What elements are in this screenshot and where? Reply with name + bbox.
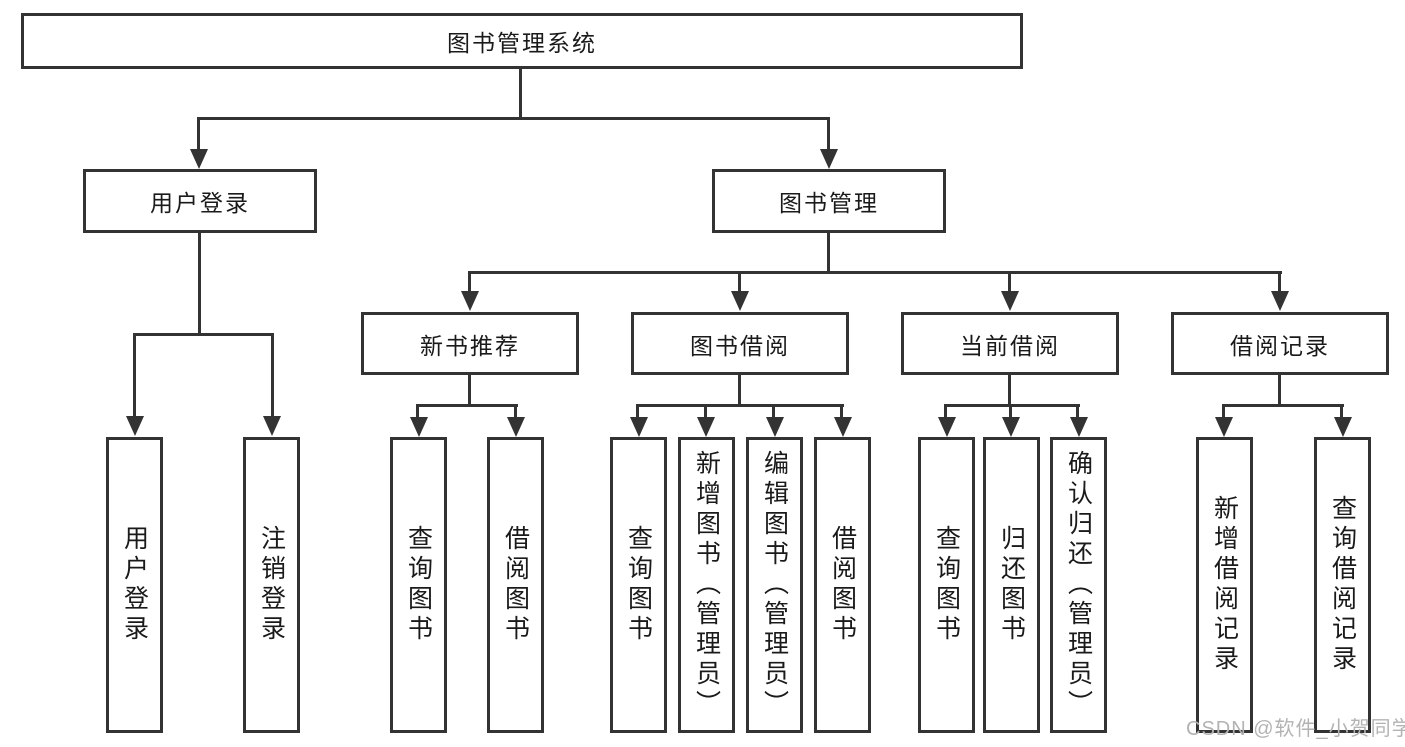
node-label: 当前借阅	[960, 332, 1060, 359]
connector-line	[636, 404, 639, 420]
node-label: 新书推荐	[420, 332, 520, 359]
arrow-down-icon	[834, 417, 852, 437]
connector-line	[468, 375, 471, 406]
connector-line	[468, 271, 1282, 274]
connector-line	[944, 404, 947, 420]
node-label: 图书借阅	[690, 332, 790, 359]
node-label: 归还图书	[997, 525, 1026, 645]
node-label: 查询图书	[404, 525, 433, 645]
leaf-borrow-books-2: 借阅图书	[814, 437, 871, 733]
arrow-down-icon	[1215, 417, 1233, 437]
connector-line	[416, 404, 419, 420]
arrow-down-icon	[1002, 417, 1020, 437]
arrow-down-icon	[461, 291, 479, 311]
connector-line	[738, 375, 741, 406]
node-label: 图书管理系统	[447, 30, 597, 56]
arrow-down-icon	[697, 417, 715, 437]
leaf-query-books-2: 查询图书	[610, 437, 667, 733]
arrow-down-icon	[1271, 291, 1289, 311]
leaf-add-borrow-record: 新增借阅记录	[1196, 437, 1253, 733]
connector-line	[1278, 271, 1281, 294]
leaf-query-books-3: 查询图书	[918, 437, 975, 733]
connector-line	[738, 271, 741, 294]
connector-line	[468, 271, 471, 294]
connector-line	[197, 117, 200, 151]
node-new-book-recommend: 新书推荐	[361, 312, 579, 375]
arrow-down-icon	[1070, 417, 1088, 437]
csdn-watermark: CSDN @软件_小贺同学	[1186, 718, 1405, 740]
node-label: 注销登录	[257, 525, 286, 645]
node-label: 借阅记录	[1230, 332, 1330, 359]
arrow-down-icon	[731, 291, 749, 311]
leaf-edit-books-admin: 编辑图书（管理员）	[746, 437, 803, 733]
connector-line	[704, 404, 707, 420]
arrow-down-icon	[1334, 417, 1352, 437]
node-label: 借阅图书	[501, 525, 530, 645]
connector-line	[636, 404, 844, 407]
arrow-down-icon	[507, 417, 525, 437]
node-borrow-record: 借阅记录	[1171, 312, 1389, 375]
leaf-borrow-books-1: 借阅图书	[487, 437, 544, 733]
connector-line	[514, 404, 517, 420]
node-label: 编辑图书（管理员）	[760, 450, 789, 720]
arrow-down-icon	[766, 417, 784, 437]
connector-line	[133, 333, 136, 417]
connector-line	[133, 333, 274, 336]
node-library-management-system: 图书管理系统	[21, 13, 1023, 69]
connector-line	[1340, 404, 1343, 420]
leaf-query-books-1: 查询图书	[390, 437, 447, 733]
leaf-confirm-return-admin: 确认归还（管理员）	[1050, 437, 1107, 733]
node-label: 借阅图书	[828, 525, 857, 645]
connector-line	[1009, 404, 1012, 420]
connector-line	[944, 404, 1080, 407]
node-label: 确认归还（管理员）	[1064, 450, 1093, 720]
node-label: 用户登录	[120, 525, 149, 645]
node-current-borrow: 当前借阅	[901, 312, 1119, 375]
node-label: 查询图书	[624, 525, 653, 645]
connector-line	[198, 233, 201, 336]
node-user-login: 用户登录	[83, 169, 317, 233]
arrow-down-icon	[820, 149, 838, 169]
connector-line	[827, 117, 830, 151]
connector-line	[197, 117, 830, 120]
node-book-borrow: 图书借阅	[631, 312, 849, 375]
connector-line	[519, 69, 522, 119]
node-label: 用户登录	[150, 190, 250, 216]
connector-line	[827, 233, 830, 274]
connector-line	[416, 404, 518, 407]
node-label: 图书管理	[779, 190, 879, 216]
arrow-down-icon	[1001, 291, 1019, 311]
leaf-return-books: 归还图书	[983, 437, 1040, 733]
node-book-management: 图书管理	[712, 169, 946, 233]
connector-line	[1278, 375, 1281, 406]
connector-line	[1076, 404, 1079, 420]
arrow-down-icon	[630, 417, 648, 437]
node-label: 新增借阅记录	[1210, 495, 1239, 675]
connector-line	[1008, 375, 1011, 406]
arrow-down-icon	[126, 416, 144, 436]
arrow-down-icon	[410, 417, 428, 437]
leaf-logout: 注销登录	[243, 437, 300, 733]
connector-line	[772, 404, 775, 420]
node-label: 查询借阅记录	[1328, 495, 1357, 675]
connector-line	[1222, 404, 1225, 420]
leaf-user-login: 用户登录	[106, 437, 163, 733]
connector-line	[271, 333, 274, 417]
connector-line	[1008, 271, 1011, 294]
arrow-down-icon	[938, 417, 956, 437]
arrow-down-icon	[190, 149, 208, 169]
connector-line	[840, 404, 843, 420]
connector-line	[1222, 404, 1344, 407]
node-label: 新增图书（管理员）	[692, 450, 721, 720]
leaf-add-books-admin: 新增图书（管理员）	[678, 437, 735, 733]
node-label: 查询图书	[932, 525, 961, 645]
leaf-query-borrow-record: 查询借阅记录	[1314, 437, 1371, 733]
arrow-down-icon	[263, 416, 281, 436]
